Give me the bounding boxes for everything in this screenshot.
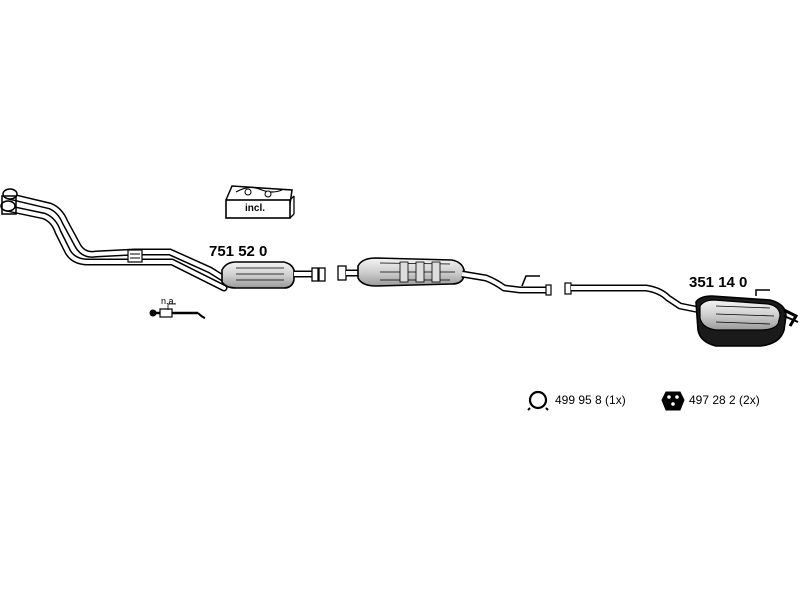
mounting-kit-box[interactable] <box>225 185 295 219</box>
front-manifold-pipes[interactable] <box>0 188 230 292</box>
legend-rubber-mount-text: 497 28 2 (2x) <box>689 393 760 407</box>
included-label: incl. <box>245 203 266 214</box>
catalytic-converter-part-number: 751 52 0 <box>209 243 268 260</box>
rear-silencer[interactable] <box>564 282 799 347</box>
not-available-label: n.a. <box>161 296 177 306</box>
rubber-mount-icon <box>661 391 685 411</box>
rear-silencer-part-number: 351 14 0 <box>689 274 748 291</box>
ring-clamp-icon <box>527 390 549 411</box>
legend-ring-clamp-text: 499 95 8 (1x) <box>555 393 626 407</box>
middle-silencer[interactable] <box>337 257 552 296</box>
lambda-sensor[interactable] <box>149 303 206 319</box>
catalytic-converter[interactable] <box>221 261 326 289</box>
